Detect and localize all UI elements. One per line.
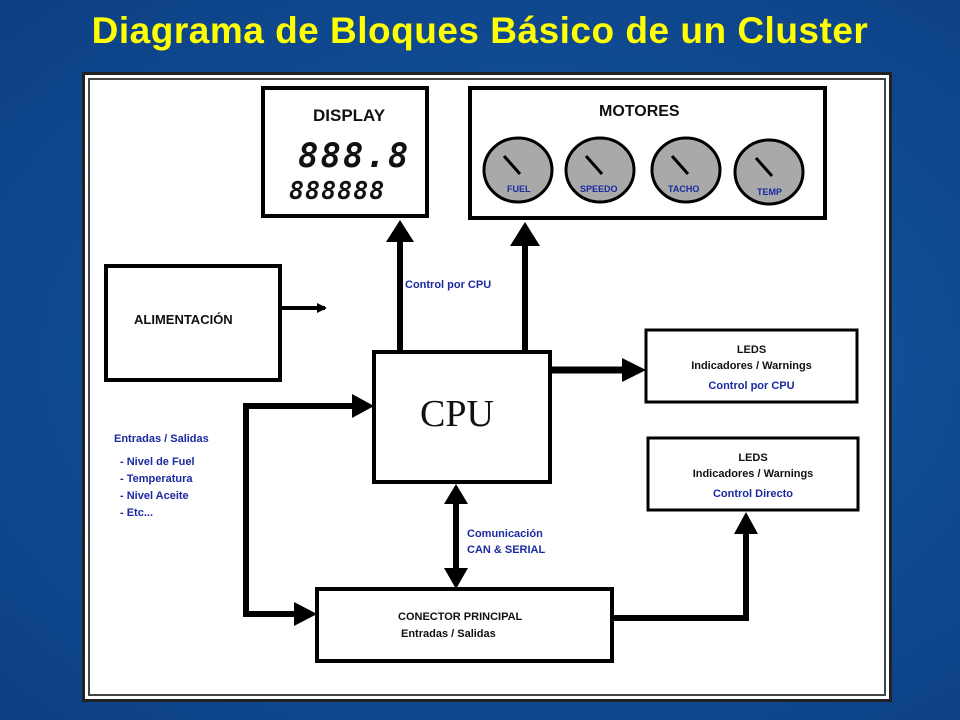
conector-block xyxy=(315,587,614,663)
gauge-label-tacho: TACHO xyxy=(668,184,700,194)
io-loop-line xyxy=(243,403,354,617)
slide-title: Diagrama de Bloques Básico de un Cluster xyxy=(91,10,869,51)
arrow-conector-leds-directo xyxy=(612,532,749,621)
alimentacion-block xyxy=(104,264,282,382)
alimentacion-label: ALIMENTACIÓN xyxy=(134,312,233,327)
io-list-item: - Etc... xyxy=(120,507,154,519)
leds-cpu-control: Control por CPU xyxy=(708,380,795,392)
leds-cpu-block xyxy=(644,328,859,404)
display-digits-bottom: 888888 xyxy=(289,176,386,205)
gauge-label-fuel: FUEL xyxy=(507,184,531,194)
gauge-fuel xyxy=(482,136,554,204)
leds-directo-block xyxy=(646,436,860,512)
io-list-item: - Nivel de Fuel xyxy=(120,456,195,468)
gauge-label-temp: TEMP xyxy=(757,187,783,197)
leds-directo-subtitle: Indicadores / Warnings xyxy=(692,468,814,480)
gauge-temp xyxy=(733,138,805,206)
conector-line2: Entradas / Salidas xyxy=(401,628,496,640)
display-title: DISPLAY xyxy=(313,106,386,125)
io-list-heading: Entradas / Salidas xyxy=(114,433,209,445)
gauge-speedo xyxy=(564,136,636,204)
io-list-item: - Nivel Aceite xyxy=(120,490,189,502)
leds-directo-title: LEDS xyxy=(738,452,768,464)
display-digits-top: 888.8 xyxy=(298,136,411,176)
leds-cpu-subtitle: Indicadores / Warnings xyxy=(691,360,812,372)
motores-title: MOTORES xyxy=(599,103,680,120)
gauge-label-speedo: SPEEDO xyxy=(580,184,618,194)
leds-cpu-title: LEDS xyxy=(736,344,767,356)
cpu-block xyxy=(372,350,552,484)
cpu-label: CPU xyxy=(420,393,494,435)
conector-line1: CONECTOR PRINCIPAL xyxy=(398,611,523,623)
leds-directo-control: Control Directo xyxy=(712,488,794,500)
comunicacion-line1: Comunicación xyxy=(467,528,543,540)
io-list-item: - Temperatura xyxy=(120,473,193,485)
display-block xyxy=(261,86,429,218)
gauge-tacho xyxy=(650,136,722,204)
control-cpu-label: Control por CPU xyxy=(405,279,492,291)
comunicacion-line2: CAN & SERIAL xyxy=(467,544,546,556)
